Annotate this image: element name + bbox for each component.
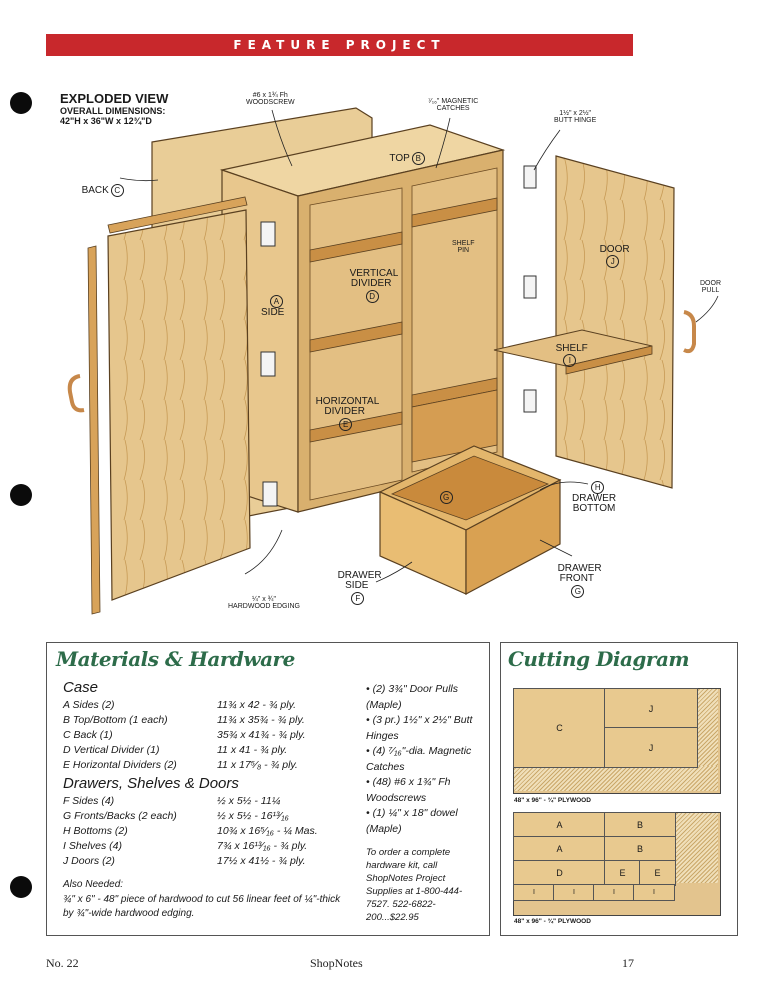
cut-piece-b-2: B <box>604 836 676 862</box>
drawer-row-j-size: 17½ x 41½ - ¾ ply. <box>217 855 306 867</box>
case-row-d-item: D Vertical Divider (1) <box>63 744 160 756</box>
waste-area-1 <box>696 689 718 791</box>
case-row-e-item: E Horizontal Dividers (2) <box>63 759 177 771</box>
magazine-name: ShopNotes <box>310 956 363 970</box>
letter-c-marker: C <box>110 183 124 197</box>
case-row-b-size: 11¾ x 35¾ - ¾ ply. <box>217 714 305 726</box>
letter-f-marker: F <box>351 591 365 605</box>
label-hardwood-edging: ¼" x ¾" HARDWOOD EDGING <box>228 596 300 611</box>
letter-j-marker: J <box>606 255 620 268</box>
drawer-row-h-size: 10¾ x 16⁵⁄₁₆ - ¼ Mas. <box>217 825 318 837</box>
drawer-row-h-item: H Bottoms (2) <box>63 825 128 837</box>
drawer-row-j-item: J Doors (2) <box>63 855 115 867</box>
right-door <box>555 155 675 489</box>
binder-hole-top <box>10 92 32 114</box>
hardware-item-dowel: • (1) ¼" x 18" dowel (Maple) <box>366 807 458 835</box>
case-row-a-item: A Sides (2) <box>63 699 115 711</box>
label-magnetic-catches: ⁷⁄₁₆" MAGNETIC CATCHES <box>428 98 479 113</box>
cut-piece-i-4: I <box>633 884 675 901</box>
letter-g-marker-box: G <box>439 490 453 504</box>
case-row-b-item: B Top/Bottom (1 each) <box>63 714 168 726</box>
waste-area-2 <box>674 813 718 883</box>
cut-piece-e-2: E <box>639 860 676 886</box>
case-row-c-item: C Back (1) <box>63 729 113 741</box>
hardware-list: • (2) 3¾" Door Pulls (Maple) • (3 pr.) 1… <box>366 682 484 837</box>
overall-dimensions-value: 42"H x 36"W x 12¾"D <box>60 116 152 126</box>
letter-i-marker: I <box>563 354 577 367</box>
also-needed-heading: Also Needed: <box>63 879 124 890</box>
materials-hardware-panel <box>46 642 490 936</box>
cut-piece-a-1: A <box>513 812 606 838</box>
cutting-diagram-title: Cutting Diagram <box>508 647 690 671</box>
label-woodscrew: #6 x 1¾ Fh WOODSCREW <box>246 92 295 107</box>
left-door <box>107 209 251 601</box>
drawer-row-g-size: ½ x 5½ - 16¹³⁄₁₆ <box>217 810 289 822</box>
order-kit-text: To order a complete hardware kit, call S… <box>366 847 463 923</box>
letter-e-marker: E <box>339 417 353 431</box>
binder-hole-middle <box>10 484 32 506</box>
board-1-caption: 48" x 96" - ¾" PLYWOOD <box>514 797 591 804</box>
board-2-caption: 48" x 96" - ¾" PLYWOOD <box>514 918 591 925</box>
cut-piece-d: D <box>513 860 606 886</box>
cut-piece-i-1: I <box>513 884 555 901</box>
hardware-item-butt-hinges: • (3 pr.) 1½" x 2½" Butt Hinges <box>366 714 473 742</box>
materials-hardware-title: Materials & Hardware <box>56 647 295 671</box>
drawer-row-f-size: ½ x 5½ - 11¼ <box>217 795 281 807</box>
also-needed-text: ¾" x 6" - 48" piece of hardwood to cut 5… <box>63 894 341 919</box>
waste-area-1b <box>514 766 718 791</box>
label-drawer-g: G <box>432 480 453 504</box>
hardware-item-door-pulls: • (2) 3¾" Door Pulls (Maple) <box>366 683 459 711</box>
label-door-pull: DOOR PULL <box>700 280 721 295</box>
label-butt-hinge: 1½" x 2½" BUTT HINGE <box>554 110 597 125</box>
drawers-heading: Drawers, Shelves & Doors <box>63 775 239 792</box>
exploded-view-title: EXPLODED VIEW <box>60 91 169 106</box>
overall-dimensions-label: OVERALL DIMENSIONS: <box>60 106 166 116</box>
cut-piece-i-2: I <box>553 884 595 901</box>
cut-piece-a-2: A <box>513 836 606 862</box>
cut-piece-i-3: I <box>593 884 635 901</box>
hardware-item-magnetic-catches: • (4) ⁷⁄₁₆"-dia. Magnetic Catches <box>366 745 472 773</box>
page-number: 17 <box>622 956 634 970</box>
hardware-item-woodscrews: • (48) #6 x 1¾" Fh Woodscrews <box>366 776 451 804</box>
cut-piece-j-1: J <box>604 688 698 729</box>
issue-number: No. 22 <box>46 956 79 970</box>
case-row-e-size: 11 x 17⁵⁄₈ - ¾ ply. <box>217 759 298 771</box>
case-row-a-size: 11¾ x 42 - ¾ ply. <box>217 699 296 711</box>
letter-b-marker: B <box>411 151 425 165</box>
letter-d-marker: D <box>365 289 379 303</box>
case-row-c-size: 35¾ x 41¾ - ¾ ply. <box>217 729 306 741</box>
cut-piece-e-1: E <box>604 860 641 886</box>
cut-piece-j-2: J <box>604 727 698 768</box>
exploded-view-illustration <box>67 107 719 615</box>
drawer-row-i-item: I Shelves (4) <box>63 840 122 852</box>
drawer-row-i-size: 7¾ x 16¹³⁄₁₆ - ¾ ply. <box>217 840 308 852</box>
binder-hole-bottom <box>10 876 32 898</box>
cut-piece-b-1: B <box>604 812 676 838</box>
label-shelf-pin: SHELF PIN <box>452 240 475 255</box>
case-row-d-size: 11 x 41 - ¾ ply. <box>217 744 288 756</box>
cut-piece-c: C <box>513 688 606 768</box>
case-heading: Case <box>63 679 99 696</box>
letter-g-marker-front: G <box>571 584 585 598</box>
drawer-row-g-item: G Fronts/Backs (2 each) <box>63 810 177 822</box>
feature-project-banner: FEATURE PROJECT <box>46 34 633 56</box>
drawer-row-f-item: F Sides (4) <box>63 795 115 807</box>
